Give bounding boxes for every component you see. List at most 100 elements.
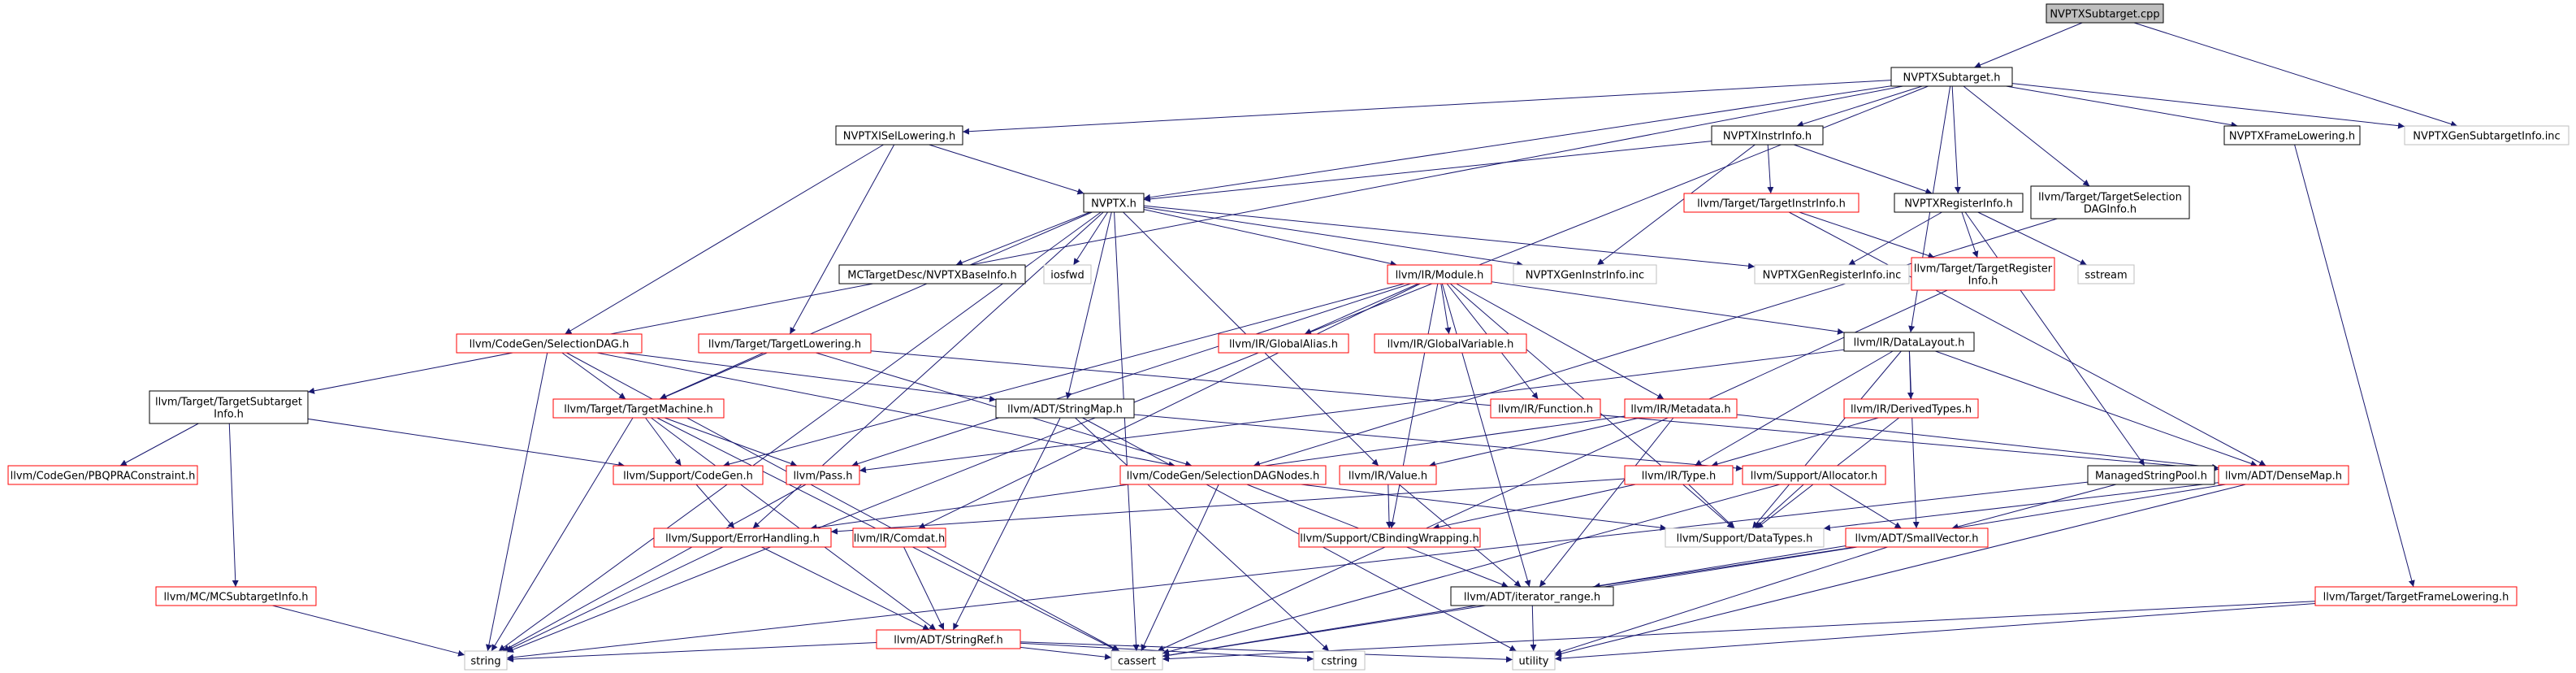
node-label: llvm/ADT/iterator_range.h: [1464, 592, 1600, 604]
node-box: [1512, 650, 1556, 671]
edge-iter-to-utility: [1530, 605, 1537, 652]
node-iter[interactable]: llvm/ADT/iterator_range.h: [1450, 586, 1614, 606]
node-label: Info.h: [1968, 276, 1998, 288]
edge-cgen-to-errh: [695, 484, 735, 529]
node-geninstr: NVPTXGenInstrInfo.inc: [1513, 264, 1657, 284]
node-smap[interactable]: llvm/ADT/StringMap.h: [995, 398, 1135, 419]
node-module[interactable]: llvm/IR/Module.h: [1387, 264, 1492, 284]
node-galias[interactable]: llvm/IR/GlobalAlias.h: [1218, 333, 1349, 354]
node-reginfo[interactable]: NVPTXRegisterInfo.h: [1894, 193, 2024, 213]
node-label: utility: [1519, 656, 1549, 668]
node-mcsti[interactable]: llvm/MC/MCSubtargetInfo.h: [155, 586, 317, 606]
node-box: [552, 398, 725, 419]
node-pbqp[interactable]: llvm/CodeGen/PBQPRAConstraint.h: [7, 465, 198, 485]
node-box: [1890, 67, 2013, 87]
node-pass[interactable]: llvm/Pass.h: [786, 465, 860, 485]
node-label: llvm/IR/Metadata.h: [1630, 404, 1730, 416]
edge-nvptx-to-tm: [660, 211, 1093, 400]
node-box: [464, 650, 508, 671]
edge-module-to-pass: [851, 283, 1411, 467]
edge-smap-to-sref: [952, 417, 1061, 631]
edge-svec-to-utility: [1554, 546, 1888, 655]
node-root[interactable]: NVPTXSubtarget.cpp: [2046, 3, 2164, 24]
node-seldag[interactable]: llvm/CodeGen/SelectionDAG.h: [456, 333, 643, 354]
edge-seldag-to-smap: [623, 352, 997, 402]
node-box: [1742, 465, 1886, 485]
node-label: llvm/Support/CodeGen.h: [623, 471, 753, 483]
node-label: llvm/IR/GlobalAlias.h: [1229, 339, 1338, 351]
edge-pass-to-string: [502, 484, 807, 652]
node-alloc[interactable]: llvm/Support/Allocator.h: [1742, 465, 1886, 485]
node-label: llvm/ADT/SmallVector.h: [1855, 533, 1979, 545]
node-svec[interactable]: llvm/ADT/SmallVector.h: [1845, 528, 1989, 548]
edge-tm-to-cgen: [645, 417, 682, 467]
node-cassert: cassert: [1110, 650, 1163, 671]
node-dtypes[interactable]: llvm/IR/DerivedTypes.h: [1843, 398, 1979, 419]
node-sref[interactable]: llvm/ADT/StringRef.h: [876, 629, 1021, 649]
edge-dmap-to-stypes: [1823, 482, 2219, 532]
node-dlayout[interactable]: llvm/IR/DataLayout.h: [1843, 332, 1975, 352]
node-box: [1894, 193, 2024, 213]
edge-nvptx-to-string: [498, 211, 1102, 652]
edge-meta-to-value: [1428, 417, 1640, 468]
node-box: [786, 465, 860, 485]
node-box: [1450, 586, 1614, 606]
node-label: llvm/IR/Comdat.h: [854, 533, 946, 545]
node-framelow[interactable]: NVPTXFrameLowering.h: [2223, 125, 2361, 145]
node-msp[interactable]: ManagedStringPool.h: [2087, 465, 2215, 485]
node-box: [1845, 528, 1989, 548]
node-box: [876, 629, 1021, 649]
node-sub_h[interactable]: NVPTXSubtarget.h: [1890, 67, 2013, 87]
edge-isel-to-tlow: [789, 144, 895, 335]
edge-root-to-gensub: [2133, 22, 2458, 128]
node-cstring: cstring: [1313, 650, 1366, 671]
node-label: NVPTXISelLowering.h: [843, 131, 955, 143]
node-tfl[interactable]: llvm/Target/TargetFrameLowering.h: [2314, 586, 2518, 606]
node-label: llvm/Support/DataTypes.h: [1677, 533, 1813, 545]
edge-module-to-dlayout: [1491, 281, 1845, 335]
edge-tii-to-dmap: [1788, 211, 2266, 467]
node-dmap[interactable]: llvm/ADT/DenseMap.h: [2218, 465, 2349, 485]
edge-layer: [119, 22, 2458, 663]
node-isel[interactable]: NVPTXISelLowering.h: [835, 125, 963, 145]
node-type[interactable]: llvm/IR/Type.h: [1624, 465, 1734, 485]
node-box: [1624, 465, 1734, 485]
edge-sdnodes-to-cassert: [1141, 484, 1219, 652]
node-label: llvm/ADT/StringMap.h: [1007, 404, 1123, 416]
node-comdat[interactable]: llvm/IR/Comdat.h: [852, 528, 946, 548]
node-tm[interactable]: llvm/Target/TargetMachine.h: [552, 398, 725, 419]
node-errh[interactable]: llvm/Support/ErrorHandling.h: [653, 528, 832, 548]
edge-alloc-to-stypes: [1754, 484, 1804, 529]
node-cgen[interactable]: llvm/Support/CodeGen.h: [613, 465, 764, 485]
node-meta[interactable]: llvm/IR/Metadata.h: [1624, 398, 1738, 419]
edge-sub_h-to-reginfo: [1951, 85, 1961, 194]
node-label: NVPTXGenRegisterInfo.inc: [1763, 270, 1902, 282]
edge-sref-to-cstring: [1020, 642, 1314, 662]
node-label: NVPTXInstrInfo.h: [1723, 131, 1812, 143]
node-nvptx[interactable]: NVPTX.h: [1083, 193, 1145, 213]
edge-module-to-meta: [1456, 283, 1665, 400]
node-func[interactable]: llvm/IR/Function.h: [1490, 398, 1601, 419]
edge-dlayout-to-dmap: [1935, 350, 2258, 467]
edge-tm-to-string: [491, 417, 634, 652]
node-gvar[interactable]: llvm/IR/GlobalVariable.h: [1374, 333, 1527, 354]
edge-reginfo-to-genreg: [1848, 211, 1942, 266]
edge-module-to-gvar: [1440, 283, 1452, 335]
node-value[interactable]: llvm/IR/Value.h: [1339, 465, 1437, 485]
node-label: llvm/CodeGen/SelectionDAGNodes.h: [1127, 471, 1319, 483]
node-label: llvm/Target/TargetRegister: [1914, 263, 2053, 276]
node-label: Info.h: [214, 409, 244, 421]
node-box: [698, 333, 872, 354]
edge-meta-to-iter: [1539, 417, 1674, 588]
node-tlow[interactable]: llvm/Target/TargetLowering.h: [698, 333, 872, 354]
node-box: [1374, 333, 1527, 354]
node-tii[interactable]: llvm/Target/TargetInstrInfo.h: [1683, 193, 1859, 213]
node-cbw[interactable]: llvm/Support/CBindingWrapping.h: [1298, 528, 1481, 548]
edge-tii-to-treg: [1799, 211, 1935, 259]
node-basei[interactable]: MCTargetDesc/NVPTXBaseInfo.h: [838, 264, 1026, 284]
node-instrinfo[interactable]: NVPTXInstrInfo.h: [1711, 125, 1824, 145]
node-sdnodes[interactable]: llvm/CodeGen/SelectionDAGNodes.h: [1119, 465, 1327, 485]
